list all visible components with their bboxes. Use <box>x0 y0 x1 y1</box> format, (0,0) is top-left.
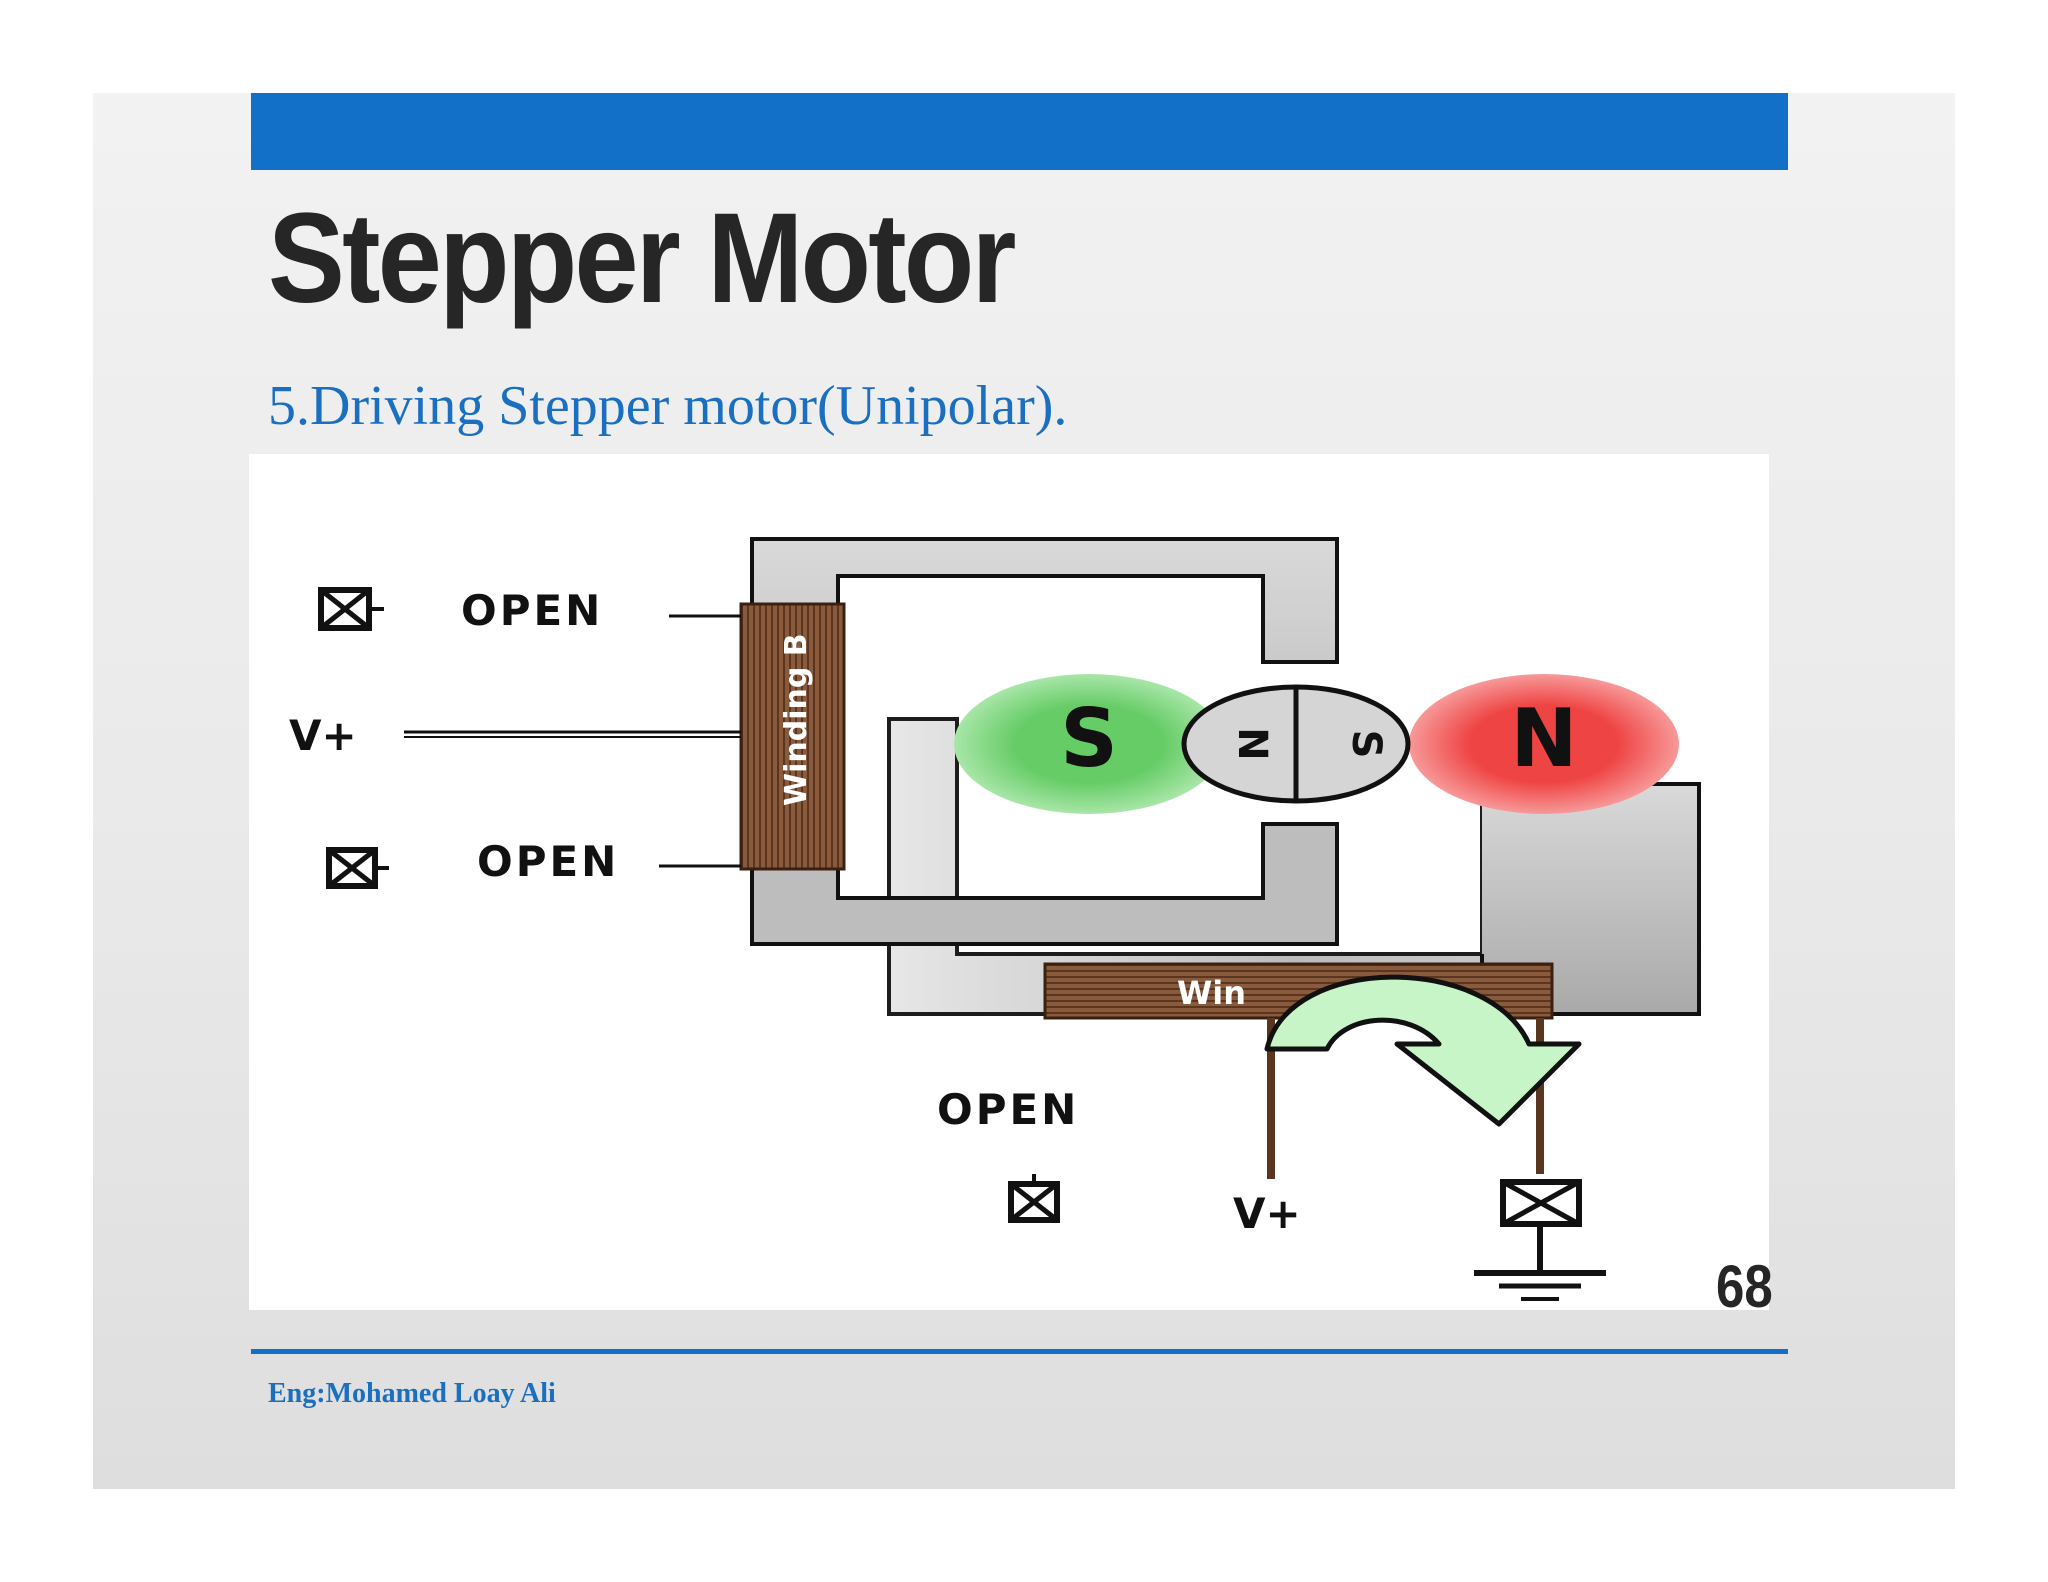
south-pole-letter: S <box>1060 692 1118 785</box>
rotor-north-letter: N <box>1229 727 1275 760</box>
page-number: 68 <box>1716 1253 1773 1320</box>
winding-b-top-terminal-label: OPEN <box>461 586 603 635</box>
winding-b: Winding B <box>739 602 846 871</box>
rotor: N S <box>1181 684 1411 804</box>
slide-title: Stepper Motor <box>268 187 1016 330</box>
rotor-south-letter: S <box>1343 730 1389 759</box>
slide-subtitle: 5.Driving Stepper motor(Unipolar). <box>268 375 1068 437</box>
winding-b-label: Winding B <box>779 633 814 806</box>
winding-a-label: Win <box>1177 974 1246 1012</box>
north-pole-letter: N <box>1511 692 1578 785</box>
stator-pole-south: S <box>954 674 1224 814</box>
terminal-a-left <box>1008 1174 1060 1223</box>
winding-b-bottom-terminal-label: OPEN <box>477 837 619 886</box>
stepper-diagram: Winding B Win S N N S <box>249 454 1769 1310</box>
footer-rule <box>251 1349 1788 1354</box>
stator-pole-north: N <box>1409 674 1679 814</box>
footer-author: Eng:Mohamed Loay Ali <box>268 1378 556 1409</box>
rotation-arrow-icon <box>1264 974 1582 1127</box>
diagram-canvas: Winding B Win S N N S <box>289 537 1701 1301</box>
winding-a-open-label: OPEN <box>937 1085 1079 1134</box>
header-bar <box>251 93 1788 170</box>
winding-a-vplus-label: V+ <box>1233 1189 1301 1238</box>
terminal-a-right <box>1500 1179 1582 1227</box>
winding-b-wiring <box>404 614 741 868</box>
terminal-b-top <box>318 587 384 631</box>
winding-b-vplus-label: V+ <box>289 711 357 760</box>
terminal-b-bottom <box>326 847 389 889</box>
